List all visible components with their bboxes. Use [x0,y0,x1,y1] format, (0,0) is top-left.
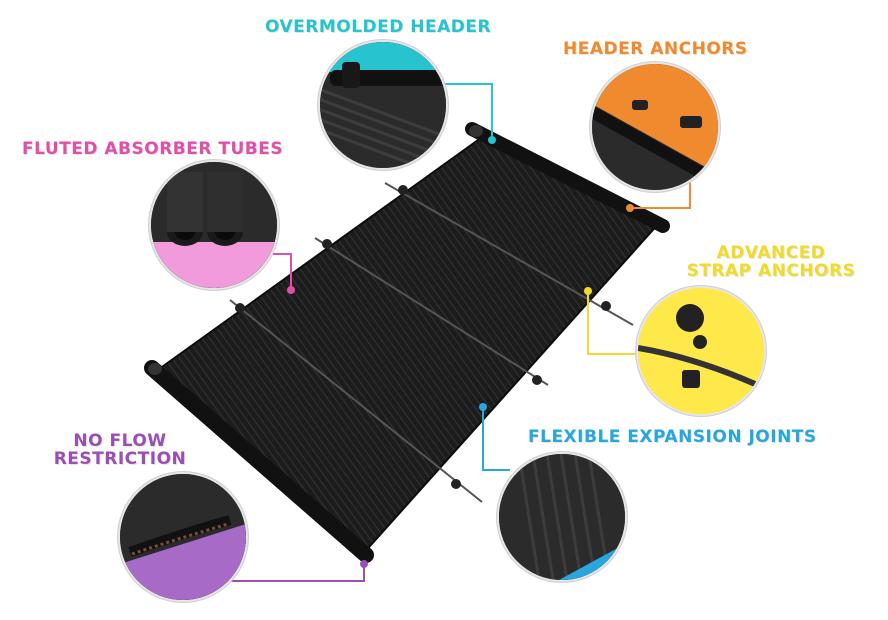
connector-overmolded-header [445,83,493,140]
strap-anchor [601,301,611,311]
marker-dot-expansion [479,403,487,411]
expansion-joints-detail-image [497,452,627,582]
advanced-strap-anchors-line-1: ADVANCED [716,243,826,263]
connector-fluted-tubes [265,253,292,290]
overmolded-header-label: OVERMOLDED HEADER [265,17,492,37]
marker-dot-anchors [626,204,634,212]
marker-dot-header [488,136,496,144]
fluted-absorber-tubes-label: FLUTED ABSORBER TUBES [22,139,284,159]
strap-anchors-detail-image [636,286,766,416]
top-header-cap [469,125,483,137]
advanced-strap-anchors-line-2: STRAP ANCHORS [686,261,856,281]
marker-dot-noflow [360,560,368,568]
strap-anchor [532,375,542,385]
strap-1 [384,182,634,326]
connector-no-flow [225,564,365,582]
fluted-absorber-tubes-detail-image [149,160,279,290]
strap-anchor [398,185,408,195]
connector-expansion-joints [482,407,510,471]
strap-anchor [322,239,332,249]
no-flow-restriction-line-2: RESTRICTION [53,449,187,469]
bottom-header-pipe [144,360,374,563]
no-flow-restriction-detail-image [118,472,248,602]
no-flow-restriction-label: NO FLOW RESTRICTION [45,432,195,468]
strap-2 [314,237,549,386]
strap-anchor [451,479,461,489]
header-anchors-label: HEADER ANCHORS [563,39,748,59]
strap-anchor [235,303,245,313]
strap-3 [229,299,483,503]
flexible-expansion-joints-label: FLEXIBLE EXPANSION JOINTS [528,427,817,447]
connector-strap-anchors [587,291,636,355]
advanced-strap-anchors-label: ADVANCED STRAP ANCHORS [676,244,866,280]
overmolded-header-detail-image [318,40,448,170]
header-anchors-detail-image [590,62,720,192]
no-flow-restriction-line-1: NO FLOW [73,431,167,451]
bottom-header-cap [148,363,162,375]
marker-dot-fluted [287,286,295,294]
marker-dot-strap [584,287,592,295]
